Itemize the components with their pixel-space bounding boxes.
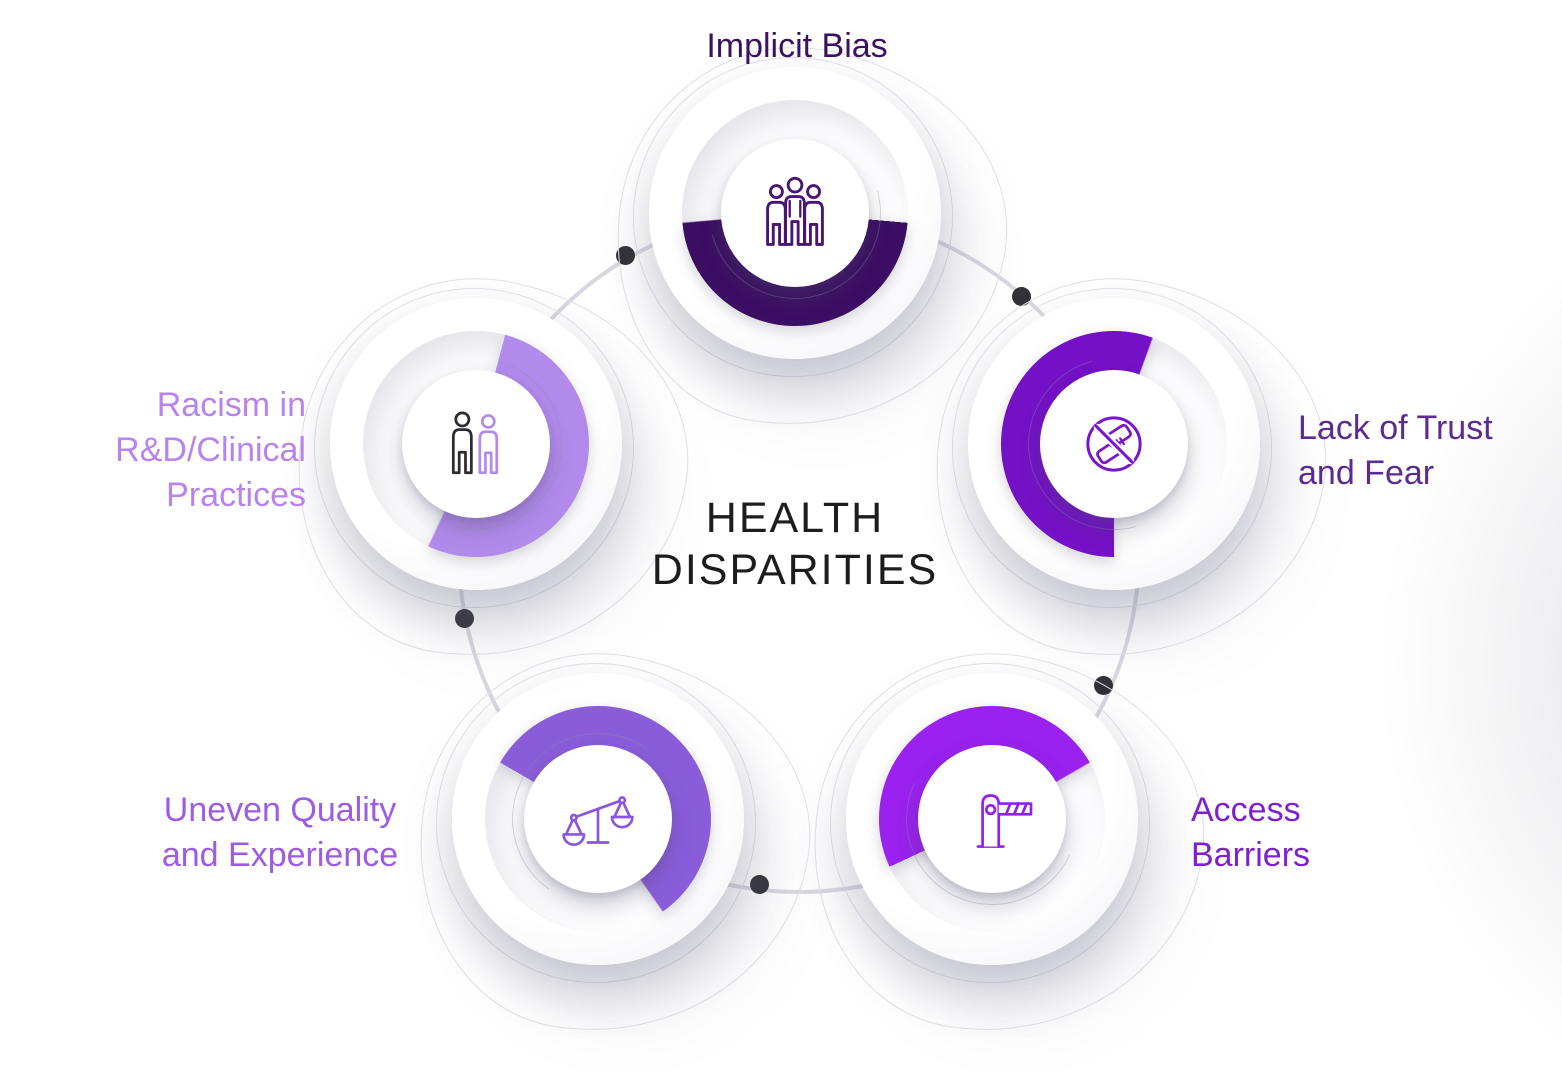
node-icon-circle [402,370,550,518]
node-racism-rd [270,252,714,688]
connector-dot [616,246,635,265]
node-lack-of-trust [908,252,1352,688]
node-disc [452,673,744,965]
connector-dot [1094,676,1113,695]
center-title-line2: DISPARITIES [651,546,939,595]
node-implicit-bias [589,21,1033,457]
node-icon-circle [1040,370,1188,518]
node-outline-circle [952,288,1272,608]
unbalanced-scales-icon [562,796,634,846]
node-disc [846,673,1138,965]
label-lack-of-trust: Lack of Trust and Fear [1298,409,1493,493]
connector-dot [455,609,474,628]
connector-dot [750,875,769,894]
group-icon [766,176,824,246]
node-outline-circle [633,57,953,377]
node-icon-circle [721,139,869,287]
label-access-barriers: Access Barriers [1191,791,1311,875]
node-outline-circle [436,663,756,983]
node-disc [968,298,1260,590]
barrier-gate-icon [976,794,1033,848]
node-icon-circle [918,745,1066,893]
two-people-icon [451,411,499,475]
center-title: HEALTH DISPARITIES [545,492,1045,597]
center-title-line1: HEALTH [705,494,885,542]
background-shade [1310,250,1562,1090]
node-disc [649,67,941,359]
node-access-barriers [786,627,1230,1063]
label-uneven-quality: Uneven Quality and Experience [161,791,399,875]
node-disc [330,298,622,590]
node-icon-circle [524,745,672,893]
node-outline-circle [830,663,1150,983]
node-uneven-quality [392,627,836,1063]
no-handshake-icon [1086,416,1142,472]
node-outline-circle [314,288,634,608]
label-implicit-bias: Implicit Bias [706,27,888,65]
connector-dot [1012,287,1031,306]
label-racism-rd: Racism in R&D/Clinical Practices [115,386,306,515]
